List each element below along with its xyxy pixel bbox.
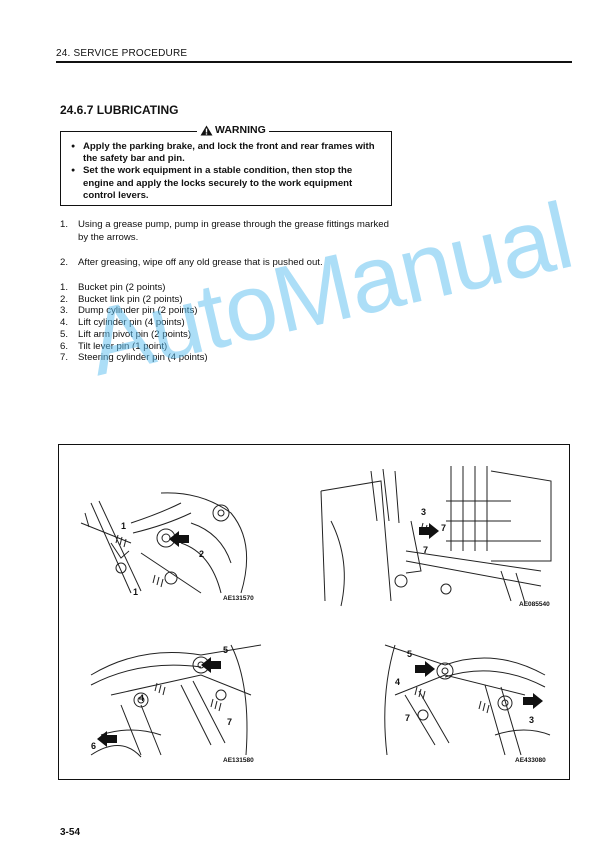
figure-code: AE433080 — [515, 757, 546, 764]
header-rule — [56, 61, 572, 63]
point-text: Steering cylinder pin (4 points) — [78, 352, 208, 364]
grease-arrow-icon — [169, 531, 189, 547]
step-2: 2. After greasing, wipe off any old greas… — [60, 257, 394, 270]
figure-bucket-pins: 1 2 1 AE131570 — [71, 483, 271, 611]
figure-code: AE131570 — [223, 595, 254, 602]
callout-label: 1 — [121, 521, 127, 531]
point-text: Lift cylinder pin (4 points) — [78, 317, 185, 329]
warning-label: WARNING — [215, 124, 266, 136]
grease-arrow-icon — [419, 523, 439, 539]
callout-label: 7 — [441, 523, 447, 533]
step-1: 1. Using a grease pump, pump in grease th… — [60, 219, 394, 244]
watermark-logo: AutoManual — [78, 182, 581, 396]
point-number: 5. — [60, 328, 69, 340]
lubrication-points-list: 1. Bucket pin (2 points) 2. Bucket link pi… — [60, 282, 208, 364]
point-number: 2. — [60, 293, 69, 305]
warning-list: Apply the parking brake, and lock the fr… — [69, 141, 385, 202]
list-item: 7. Steering cylinder pin (4 points) — [60, 352, 208, 364]
page-number: 3-54 — [60, 827, 81, 838]
callout-label: 7 — [423, 545, 429, 555]
point-number: 4. — [60, 317, 69, 329]
callout-label: 3 — [421, 507, 427, 517]
figure-lift-arm-left: 5 4 7 6 AE131580 — [81, 635, 271, 764]
list-item: 1. Bucket pin (2 points) — [60, 282, 208, 294]
step-text: After greasing, wipe off any old grease … — [78, 257, 323, 268]
list-item: 3. Dump cylinder pin (2 points) — [60, 305, 208, 317]
list-item: 6. Tilt lever pin (1 point) — [60, 341, 208, 353]
callout-label: 6 — [91, 741, 97, 751]
grease-arrow-icon — [201, 657, 221, 673]
section-title: 24.6.7 LUBRICATING — [60, 103, 179, 117]
warning-heading: WARNING — [197, 124, 269, 136]
warning-item: Apply the parking brake, and lock the fr… — [69, 141, 385, 165]
figure-lift-arm-right: 5 4 7 3 AE433080 — [375, 635, 555, 764]
callout-label: 1 — [133, 587, 139, 597]
list-item: 5. Lift arm pivot pin (2 points) — [60, 329, 208, 341]
point-number: 6. — [60, 340, 69, 352]
step-number: 1. — [60, 219, 69, 230]
warning-item: Set the work equipment in a stable condi… — [69, 165, 385, 202]
callout-label: 2 — [199, 549, 205, 559]
figure-code: AE131580 — [223, 757, 254, 764]
figure-steering-cylinder: 3 7 7 AE085540 — [311, 461, 557, 609]
point-text: Lift arm pivot pin (2 points) — [78, 328, 192, 340]
point-text: Dump cylinder pin (2 points) — [78, 305, 198, 317]
point-number: 1. — [60, 282, 69, 293]
point-text: Bucket pin (2 points) — [78, 282, 166, 293]
step-number: 2. — [60, 257, 69, 268]
warning-triangle-icon — [200, 125, 213, 135]
grease-arrow-icon — [523, 693, 543, 709]
grease-arrow-icon — [97, 731, 117, 747]
callout-label: 4 — [139, 693, 145, 703]
figure-code: AE085540 — [519, 601, 550, 608]
running-header: 24. SERVICE PROCEDURE — [56, 48, 188, 59]
step-text: Using a grease pump, pump in grease thro… — [78, 219, 389, 243]
list-item: 4. Lift cylinder pin (4 points) — [60, 317, 208, 329]
callout-label: 3 — [529, 715, 535, 725]
point-number: 7. — [60, 352, 69, 364]
callout-label: 7 — [227, 717, 233, 727]
point-number: 3. — [60, 305, 69, 317]
illustration-box: 1 2 1 AE131570 3 7 7 AE085540 — [58, 444, 570, 780]
point-text: Tilt lever pin (1 point) — [78, 340, 168, 352]
callout-label: 7 — [405, 713, 411, 723]
point-text: Bucket link pin (2 points) — [78, 293, 183, 305]
warning-box: WARNING Apply the parking brake, and loc… — [60, 124, 392, 206]
callout-label: 5 — [407, 649, 413, 659]
callout-label: 5 — [223, 645, 229, 655]
list-item: 2. Bucket link pin (2 points) — [60, 294, 208, 306]
callout-label: 4 — [395, 677, 401, 687]
grease-arrow-icon — [415, 661, 435, 677]
